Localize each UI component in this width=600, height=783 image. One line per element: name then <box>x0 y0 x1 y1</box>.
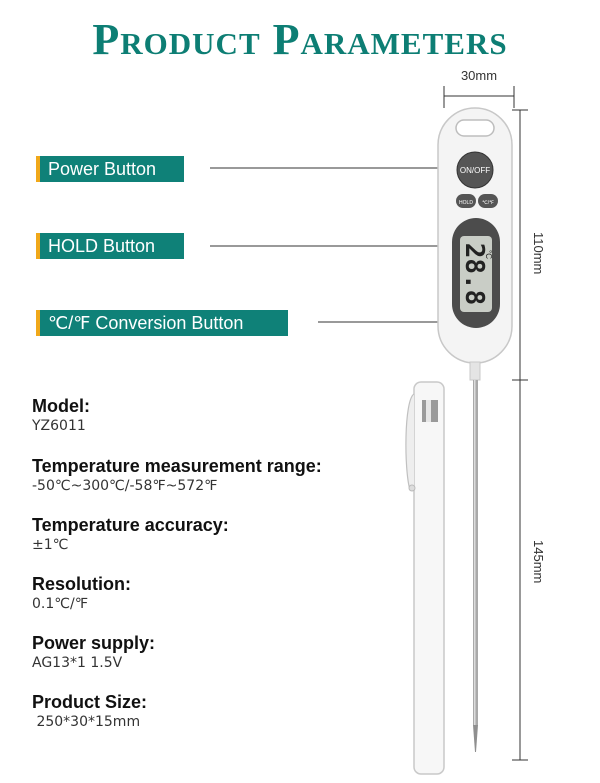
page-title: Product Parameters <box>92 15 508 64</box>
on-off-button-label: ON/OFF <box>460 166 490 175</box>
hold-button-callout: HOLD Button <box>36 233 184 259</box>
thermometer-head: ON/OFF HOLD ℃/℉ 28.8 °C <box>437 107 513 381</box>
probe-sheath <box>405 381 445 775</box>
spec-key-model: Model: <box>32 396 90 416</box>
probe-length-label: 145mm <box>531 540 546 583</box>
width-dimension-label: 30mm <box>461 68 497 83</box>
hold-button-label: HOLD <box>459 200 473 206</box>
spec-key-accuracy: Temperature accuracy: <box>32 515 229 535</box>
spec-key-product-size: Product Size: <box>32 692 148 712</box>
unit-button-label: ℃/℉ <box>482 200 494 206</box>
head-length-label: 110mm <box>531 232 546 274</box>
power-button-callout: Power Button <box>36 156 184 182</box>
lcd-reading: 28.8 <box>459 243 489 306</box>
conversion-button-callout: ℃/℉ Conversion Button <box>36 310 288 336</box>
spec-key-power-supply: Power supply: <box>32 633 156 653</box>
spec-value-model: YZ6011 <box>32 418 86 434</box>
spec-value-range: -50℃~300℃/-58℉~572℉ <box>32 478 218 494</box>
probe <box>473 380 478 752</box>
spec-key-range: Temperature measurement range: <box>32 456 322 476</box>
spec-value-accuracy: ±1℃ <box>32 537 69 553</box>
spec-key-resolution: Resolution: <box>32 574 131 594</box>
lcd-unit: °C <box>484 250 493 259</box>
spec-value-product-size: 250*30*15mm <box>32 714 141 730</box>
spec-value-power-supply: AG13*1 1.5V <box>32 655 123 671</box>
spec-value-resolution: 0.1℃/℉ <box>32 596 89 612</box>
